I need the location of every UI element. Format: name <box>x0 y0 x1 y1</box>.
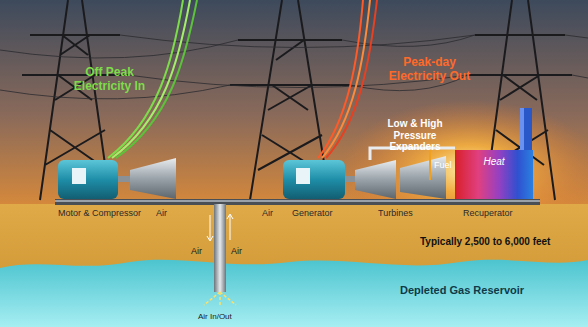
part-label: Generator <box>292 208 333 218</box>
part-label: Off Peak Electricity In <box>62 66 157 94</box>
part-label: Turbines <box>378 208 413 218</box>
part-label: Peak-day Electricity Out <box>382 56 477 84</box>
part-label: Low & High Pressure Expanders <box>372 118 458 153</box>
node-text: Depleted Gas Reservoir <box>400 284 524 297</box>
part-label: Typically 2,500 to 6,000 feet <box>420 236 550 248</box>
node-heading: Recuperator <box>463 208 513 218</box>
recuperator-box: HeatRecuperator <box>455 150 533 199</box>
part-label: Air <box>231 246 242 256</box>
part-label: Air <box>262 208 273 218</box>
part-label: Air <box>156 208 167 218</box>
part-label: Motor & Compressor <box>58 208 141 218</box>
node-text: Heat <box>455 150 533 168</box>
reservoir-region: Depleted Gas Reservoir <box>0 262 588 327</box>
part-label: Air In/Out <box>198 312 232 321</box>
part-label: Fuel <box>434 160 452 170</box>
part-label: Air <box>191 246 202 256</box>
